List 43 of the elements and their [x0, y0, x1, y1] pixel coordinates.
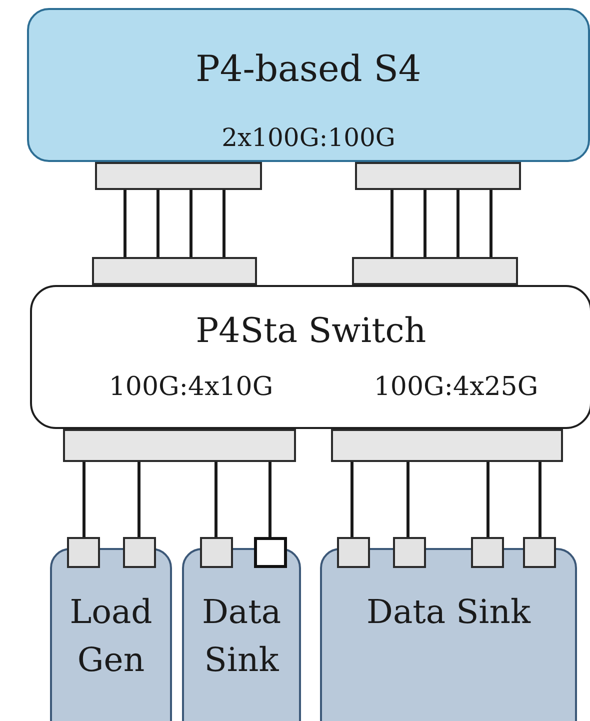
host-label: Data Sink [200, 591, 282, 681]
connector-line [214, 462, 218, 537]
connector-line [390, 190, 394, 257]
port-square [471, 537, 504, 568]
connector-line [424, 190, 426, 257]
port-bar [331, 429, 563, 462]
port-square [523, 537, 556, 568]
host-box [50, 548, 172, 721]
port-speed-label: 100G:4x10G [108, 371, 274, 404]
host-label: Load Gen [68, 591, 154, 681]
connector-line [268, 462, 272, 537]
connector-line [490, 190, 492, 257]
switch-box [30, 285, 590, 429]
port-square [123, 537, 156, 568]
port-speed-label: 2x100G:100G [220, 122, 396, 154]
connector-line [138, 462, 140, 537]
connector-line [406, 462, 410, 537]
port-square [254, 537, 287, 568]
port-square [393, 537, 426, 568]
connector-line [190, 190, 192, 257]
port-square [67, 537, 100, 568]
host-box [320, 548, 577, 721]
connector-line [456, 190, 460, 257]
connector-line [350, 462, 354, 537]
connector-line [82, 462, 86, 537]
device-box [27, 8, 590, 162]
port-bar [92, 257, 257, 285]
connector-line [222, 190, 226, 257]
device-title: P4-based S4 [194, 48, 422, 92]
connector-line [486, 462, 490, 537]
port-square [200, 537, 233, 568]
connector-line [124, 190, 126, 257]
connector-line [156, 190, 160, 257]
connector-line [538, 462, 542, 537]
port-bar [352, 257, 518, 285]
port-bar [95, 162, 262, 190]
host-box [182, 548, 301, 721]
device-title: P4Sta Switch [194, 310, 428, 353]
port-speed-label: 100G:4x25G [372, 371, 540, 404]
port-bar [355, 162, 521, 190]
port-square [337, 537, 370, 568]
host-label: Data Sink [366, 591, 532, 633]
port-bar [63, 429, 296, 462]
